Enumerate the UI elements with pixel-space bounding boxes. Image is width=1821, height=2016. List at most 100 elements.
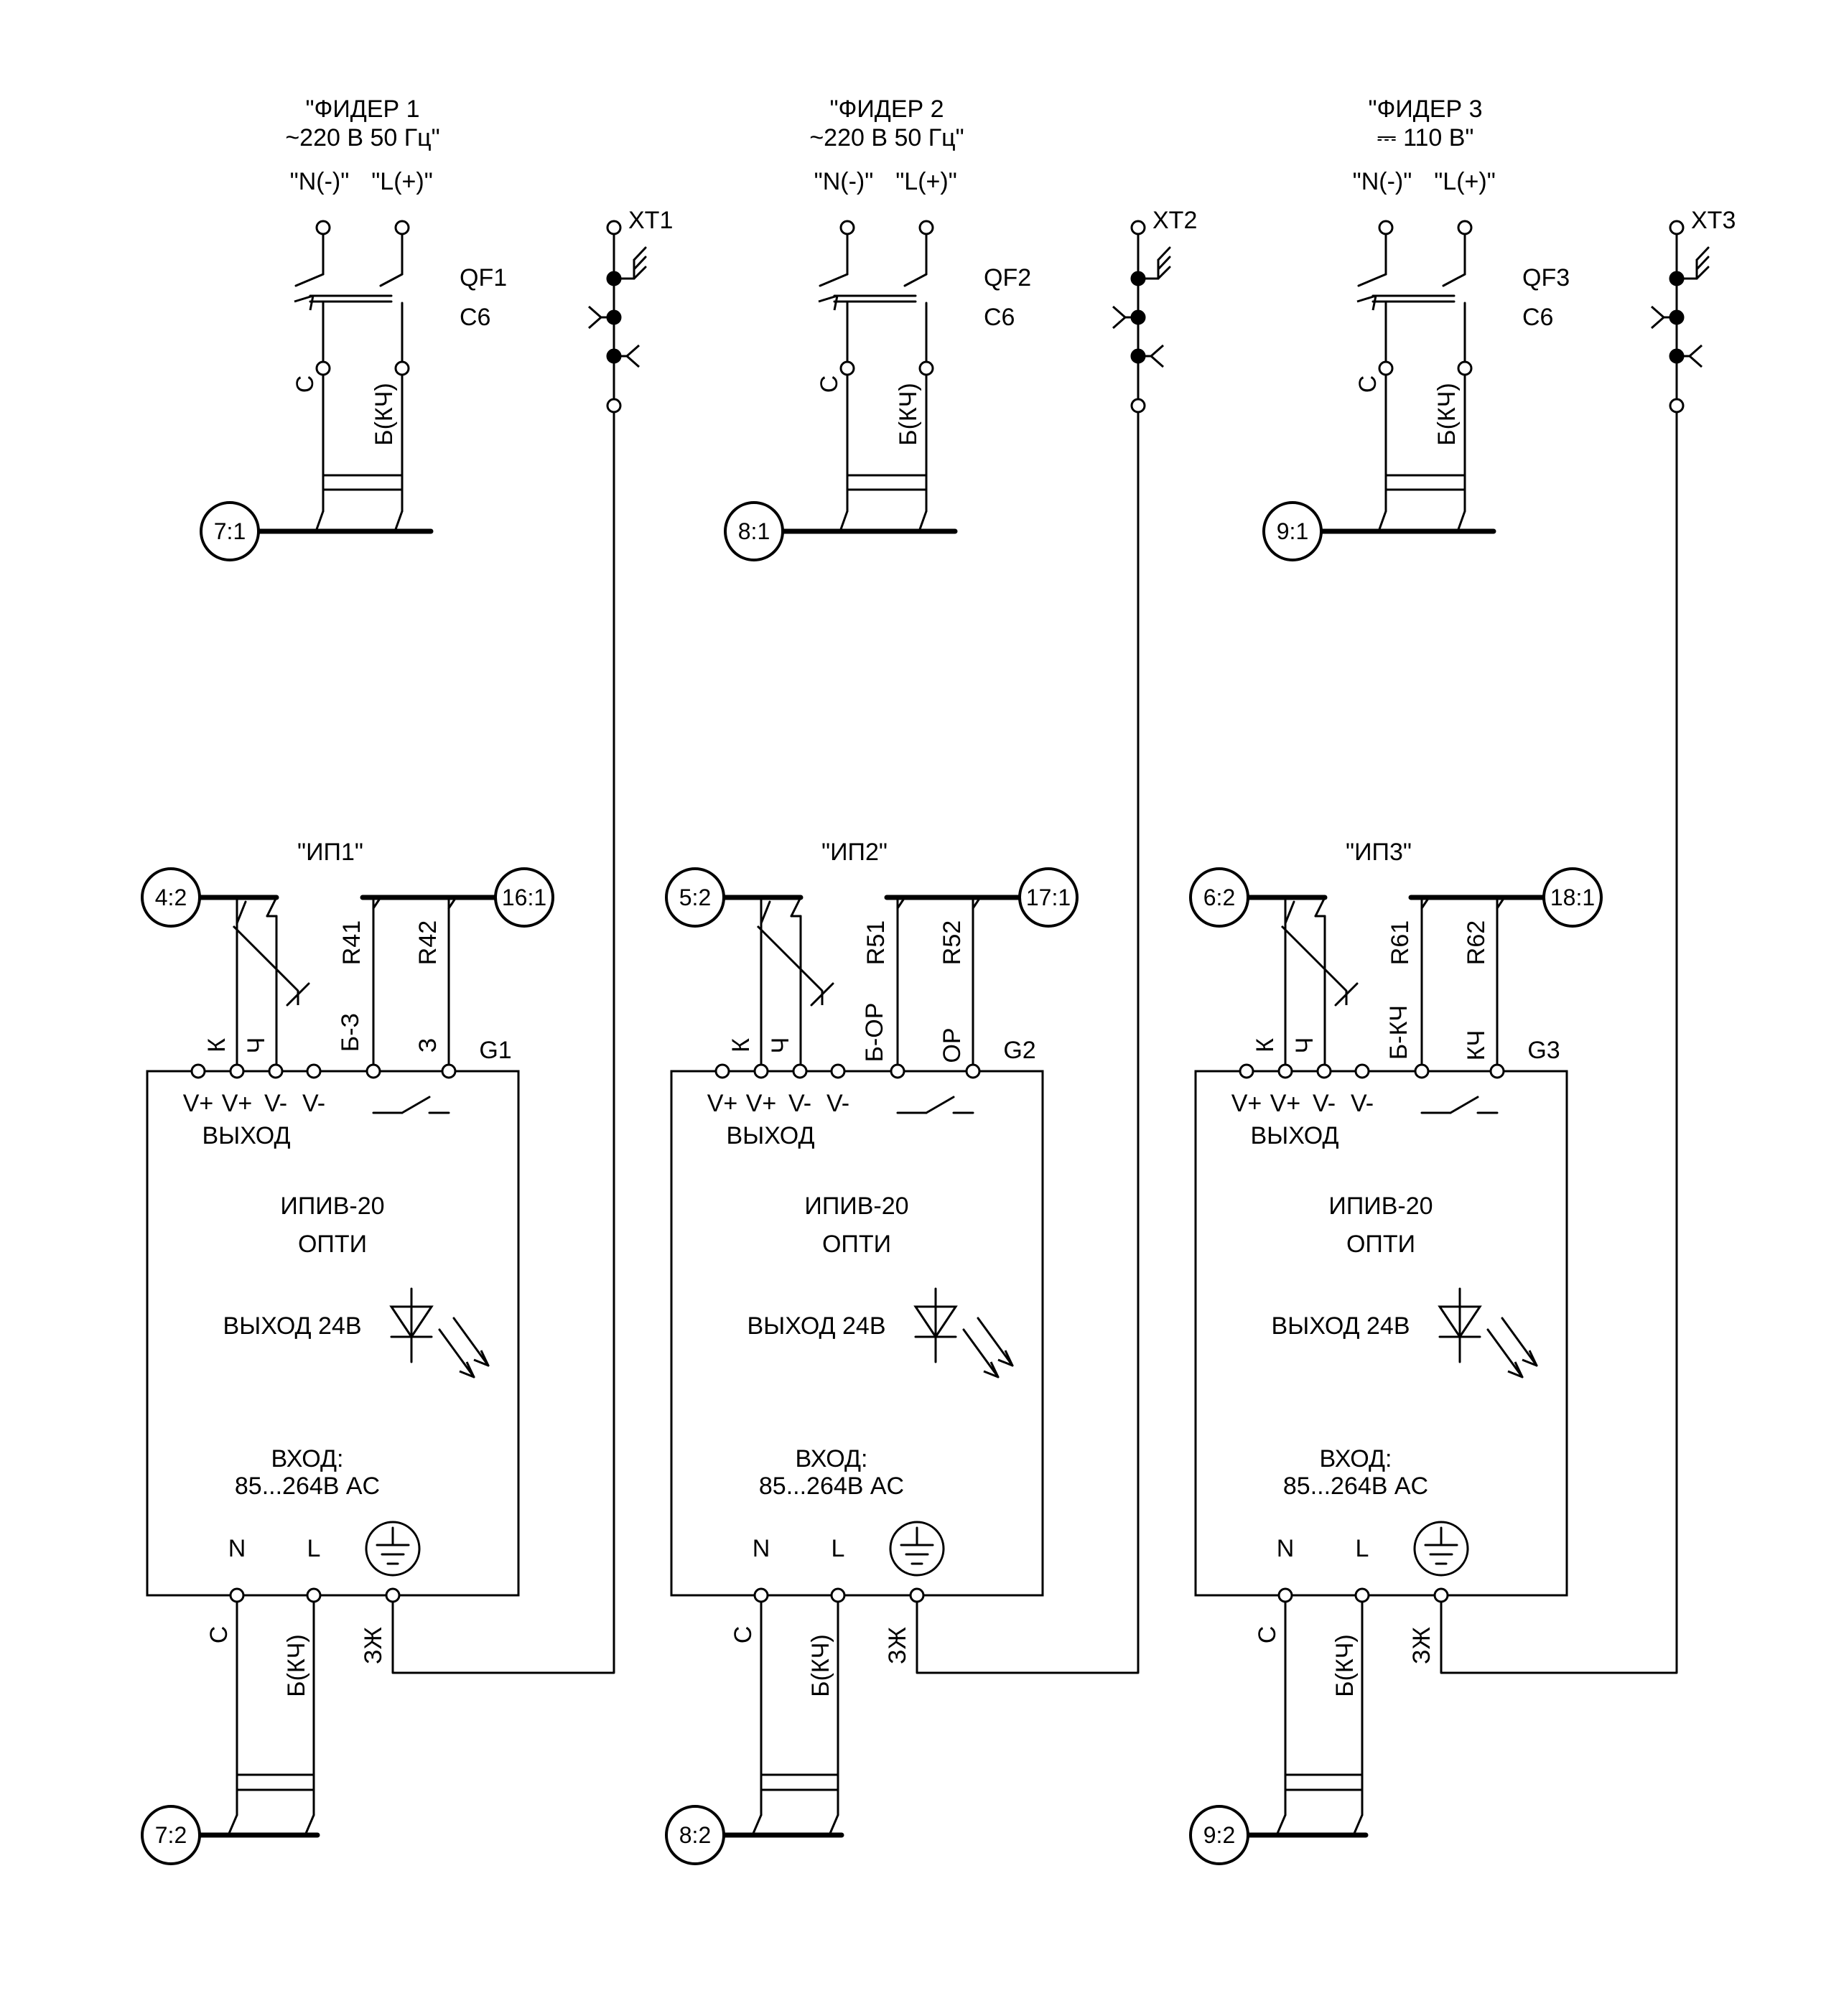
wire-mark-l: Б(КЧ) <box>1331 1634 1359 1697</box>
wire-mark-right: Б(КЧ) <box>895 383 922 445</box>
pin-label: V+ <box>707 1090 738 1117</box>
input-n-label: N <box>753 1535 770 1562</box>
cable <box>780 373 958 534</box>
ref-circle-4-2-label: 4:2 <box>155 885 187 910</box>
feeder-pole-l: "L(+)" <box>1434 168 1496 195</box>
input-n-label: N <box>1277 1535 1295 1562</box>
breaker-rating: C6 <box>460 304 490 331</box>
ref-circle-17-1[interactable]: 17:1 <box>1018 867 1079 928</box>
output-wiring <box>1280 896 1506 1066</box>
led-label: ВЫХОД 24В <box>223 1312 362 1340</box>
feeder-title: "ФИДЕР 3 <box>1368 95 1482 123</box>
feeder-voltage: ~220 В 50 Гц" <box>285 124 439 151</box>
led-icon <box>913 1287 1014 1378</box>
input-label: ВХОД: <box>271 1445 344 1473</box>
wire-mark-n: С <box>205 1626 233 1644</box>
breaker-label: QF3 <box>1522 264 1570 291</box>
ref-circle-8-2[interactable]: 8:2 <box>665 1805 725 1865</box>
input-l-label: L <box>307 1535 321 1562</box>
feeder-pole-n: "N(-)" <box>1353 168 1412 195</box>
circuit-breaker <box>818 220 934 376</box>
pin-label: V+ <box>222 1090 253 1117</box>
wire-mark-b: З <box>414 1038 442 1053</box>
input-label: ВХОД: <box>796 1445 868 1473</box>
feeder-pole-l: "L(+)" <box>371 168 433 195</box>
wire-mark-ch: Ч <box>767 1037 794 1054</box>
resistor-label: R62 <box>1463 920 1490 965</box>
feeder-voltage: ~220 В 50 Гц" <box>809 124 964 151</box>
ground-icon <box>889 1521 945 1577</box>
led-label: ВЫХОД 24В <box>748 1312 886 1340</box>
module-name: ОПТИ <box>298 1231 367 1258</box>
terminal-label: XT3 <box>1691 207 1736 234</box>
ref-circle-9-1-label: 9:1 <box>1277 518 1308 544</box>
resistor-label: R41 <box>338 920 365 965</box>
ref-circle-6-2-label: 6:2 <box>1203 885 1235 910</box>
ref-circle-7-1[interactable]: 7:1 <box>200 501 260 561</box>
feeder-title: "ФИДЕР 2 <box>829 95 944 123</box>
ref-circle-16-1[interactable]: 16:1 <box>494 867 554 928</box>
input-l-label: L <box>1356 1535 1369 1562</box>
feeder-title: "ФИДЕР 1 <box>305 95 419 123</box>
wire-mark-pe: ЗЖ <box>884 1627 911 1664</box>
wire-mark-l: Б(КЧ) <box>807 1634 834 1697</box>
feeder-pole-l: "L(+)" <box>895 168 957 195</box>
ref-circle-4-2[interactable]: 4:2 <box>141 867 201 928</box>
led-icon <box>389 1287 490 1378</box>
device-label: G2 <box>1003 1037 1035 1064</box>
input-l-label: L <box>832 1535 845 1562</box>
input-cable <box>1243 1600 1369 1838</box>
wire-mark-b: ОР <box>939 1027 966 1063</box>
pin-label: V- <box>302 1090 325 1117</box>
ref-circle-8-1-label: 8:1 <box>738 518 770 544</box>
supply-title: "ИП3" <box>1346 839 1412 866</box>
module-name: ИПИВ-20 <box>1328 1193 1433 1220</box>
ref-circle-5-2[interactable]: 5:2 <box>665 867 725 928</box>
pin-label: V+ <box>1231 1090 1262 1117</box>
ref-circle-6-2[interactable]: 6:2 <box>1189 867 1249 928</box>
wire-mark-a: Б-З <box>337 1013 364 1052</box>
device-label: G1 <box>479 1037 511 1064</box>
input-cable <box>195 1600 320 1838</box>
module-name: ИПИВ-20 <box>280 1193 384 1220</box>
ref-circle-17-1-label: 17:1 <box>1026 885 1071 910</box>
wire-mark-left: С <box>816 375 843 393</box>
feeder-voltage: ⎓ 110 В" <box>1377 124 1474 151</box>
led-label: ВЫХОД 24В <box>1272 1312 1410 1340</box>
wire-mark-l: Б(КЧ) <box>283 1634 310 1697</box>
ref-circle-7-2-label: 7:2 <box>155 1822 187 1848</box>
wire-mark-k: К <box>727 1038 755 1053</box>
cable <box>256 373 434 534</box>
input-label: ВХОД: <box>1320 1445 1392 1473</box>
resistor-label: R52 <box>939 920 966 965</box>
pin-label: V+ <box>1270 1090 1301 1117</box>
wire-mark-n: С <box>730 1626 757 1644</box>
resistor-label: R42 <box>414 920 442 965</box>
feeder-pole-n: "N(-)" <box>290 168 350 195</box>
ref-circle-9-1[interactable]: 9:1 <box>1262 501 1323 561</box>
wire-mark-a: Б-ОР <box>861 1003 888 1063</box>
wire-mark-n: С <box>1254 1626 1281 1644</box>
ref-circle-8-1[interactable]: 8:1 <box>724 501 784 561</box>
output-wiring <box>756 896 982 1066</box>
input-range: 85...264В AC <box>1283 1473 1428 1500</box>
ref-circle-7-1-label: 7:1 <box>214 518 246 544</box>
output-label: ВЫХОД <box>1250 1122 1338 1149</box>
pin-label: V- <box>1313 1090 1336 1117</box>
ref-circle-18-1[interactable]: 18:1 <box>1542 867 1603 928</box>
circuit-breaker <box>1356 220 1473 376</box>
wire-mark-k: К <box>203 1038 230 1053</box>
ref-circle-7-2[interactable]: 7:2 <box>141 1805 201 1865</box>
supply-title: "ИП1" <box>297 839 363 866</box>
ref-circle-9-2[interactable]: 9:2 <box>1189 1805 1249 1865</box>
ref-circle-16-1-label: 16:1 <box>502 885 546 910</box>
output-label: ВЫХОД <box>726 1122 814 1149</box>
